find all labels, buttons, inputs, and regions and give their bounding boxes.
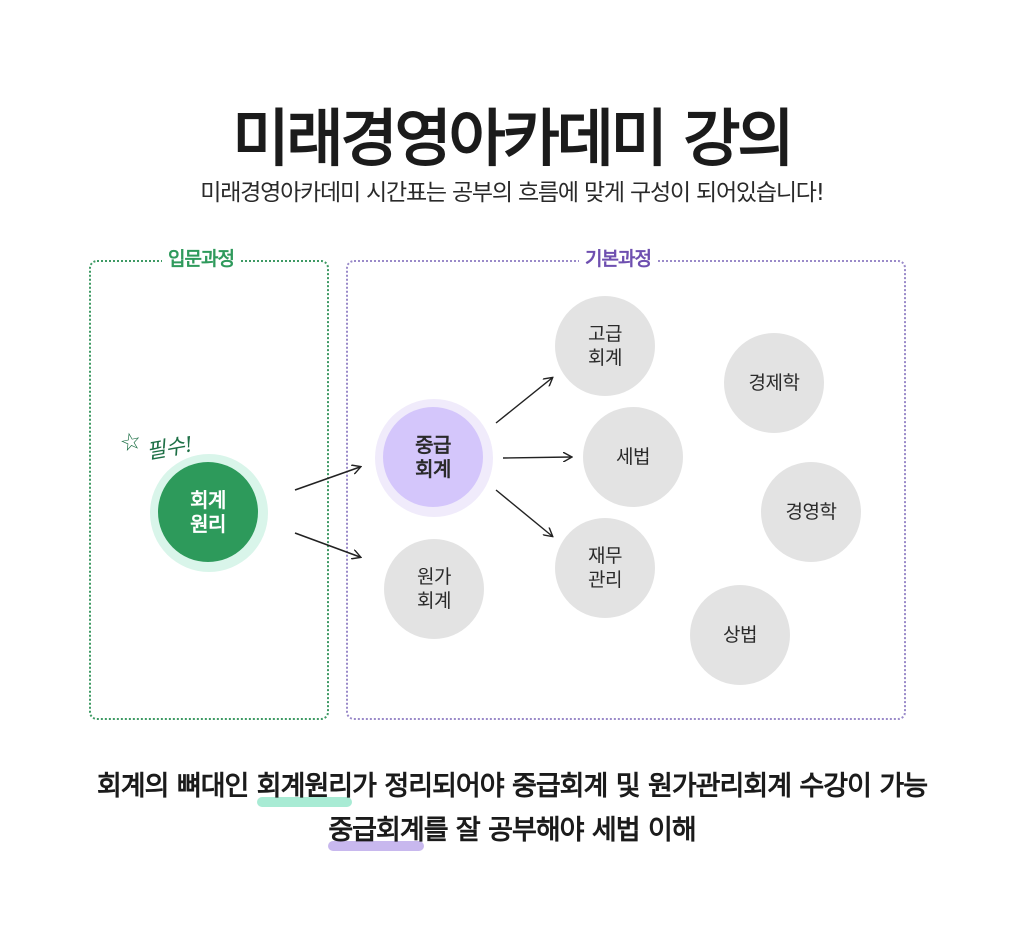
node-financial-management: 재무 관리: [555, 518, 655, 618]
highlight-text: 회계원리: [256, 771, 353, 802]
node-business-administration: 경영학: [761, 462, 861, 562]
intro-course-label: 입문과정: [162, 244, 240, 271]
arrow-to-intermediate: [294, 467, 360, 491]
node-label: 재무 관리: [588, 545, 622, 591]
footer-line-1-pre: 회계의 뼈대인: [96, 771, 257, 802]
arrow-to-tax: [502, 457, 571, 458]
node-label: 원가 회계: [417, 566, 451, 612]
node-accounting-principles: 회계 원리: [158, 462, 258, 562]
footer-line-1: 회계의 뼈대인 회계원리가 정리되어야 중급회계 및 원가관리회계 수강이 가능: [0, 764, 1024, 807]
node-label: 세법: [616, 446, 650, 468]
highlight-accounting-principles: 회계원리: [256, 764, 353, 807]
node-economics: 경제학: [724, 333, 824, 433]
node-label: 중급 회계: [415, 433, 451, 481]
node-label: 회계 원리: [190, 488, 226, 536]
node-label: 경영학: [785, 501, 837, 523]
arrow-to-cost: [294, 532, 360, 557]
footer-line-2: 중급회계를 잘 공부해야 세법 이해: [0, 808, 1024, 851]
highlight-intermediate-accounting: 중급회계: [328, 808, 425, 851]
arrow-to-finance: [495, 489, 552, 536]
page-title: 미래경영아카데미 강의: [232, 102, 795, 175]
arrow-to-advanced: [495, 378, 552, 424]
basic-course-label: 기본과정: [579, 244, 657, 271]
node-advanced-accounting: 고급 회계: [555, 296, 655, 396]
node-label: 고급 회계: [588, 323, 622, 369]
node-label: 경제학: [748, 372, 800, 394]
highlight-text: 중급회계: [328, 815, 424, 846]
page-subtitle: 미래경영아카데미 시간표는 공부의 흐름에 맞게 구성이 되어있습니다!: [200, 180, 825, 206]
node-cost-accounting: 원가 회계: [384, 539, 484, 639]
footer-line-1-post: 가 정리되어야 중급회계 및 원가관리회계 수강이 가능: [352, 771, 928, 802]
node-label: 상법: [723, 624, 757, 646]
node-tax-law: 세법: [583, 407, 683, 507]
node-commercial-law: 상법: [690, 585, 790, 685]
footer-line-2-post: 를 잘 공부해야 세법 이해: [423, 815, 697, 846]
node-intermediate-accounting: 중급 회계: [383, 407, 483, 507]
